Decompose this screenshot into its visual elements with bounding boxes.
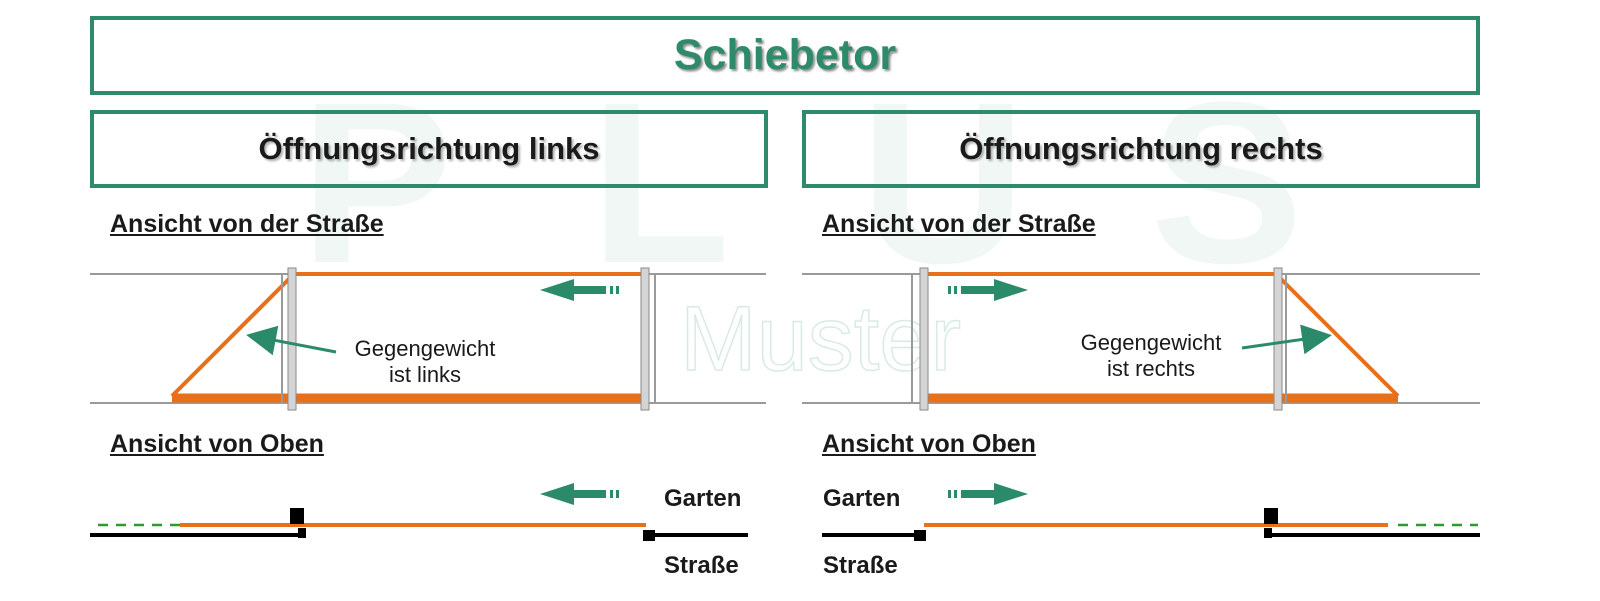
- section-top-view-left: Ansicht von Oben: [110, 430, 324, 458]
- left-street-label: Straße: [664, 552, 739, 579]
- right-post-1: [919, 267, 929, 411]
- left-plan-post-1: [290, 508, 304, 524]
- left-plan-post-1-base: [298, 528, 306, 538]
- right-counterweight-pointer: [1241, 324, 1332, 355]
- right-post-2: [1273, 267, 1283, 411]
- right-plan-post-2: [1264, 508, 1278, 524]
- left-direction-arrow-icon: [540, 279, 619, 301]
- right-plan-post-1: [914, 530, 926, 541]
- page-title: Schiebetor: [673, 31, 897, 79]
- watermark-letter-u: U: [860, 54, 1026, 311]
- left-plan-post-2: [643, 530, 655, 541]
- section-street-view-right: Ansicht von der Straße: [822, 210, 1096, 238]
- left-counterweight-line2: ist links: [388, 362, 462, 387]
- left-top-view: [90, 483, 748, 541]
- left-counterweight-pointer: [246, 325, 337, 356]
- section-street-view-left: Ansicht von der Straße: [110, 210, 384, 238]
- watermark-text: Muster: [680, 288, 961, 390]
- right-garden-label: Garten: [823, 485, 901, 512]
- right-counterweight-note: Gegengewicht ist rechts: [1056, 330, 1246, 382]
- heading-left: Öffnungsrichtung links: [258, 131, 600, 166]
- watermark-letter-l: L: [590, 54, 731, 311]
- left-counterweight-line1: Gegengewicht: [354, 336, 496, 361]
- right-street-view: [802, 267, 1480, 411]
- left-post-1: [287, 267, 297, 411]
- right-direction-arrow-icon: [948, 279, 1028, 301]
- right-top-view: [822, 483, 1480, 541]
- left-top-direction-arrow-icon: [540, 483, 619, 505]
- left-garden-label: Garten: [664, 485, 742, 512]
- right-counterweight-brace: [1276, 274, 1400, 398]
- right-counterweight-line1: Gegengewicht: [1080, 330, 1222, 355]
- heading-box-right: Öffnungsrichtung rechts: [802, 110, 1480, 188]
- left-street-view: [90, 267, 766, 411]
- watermark-letter-p: P: [300, 54, 453, 311]
- right-street-label: Straße: [823, 552, 898, 579]
- right-counterweight-line2: ist rechts: [1106, 356, 1196, 381]
- title-box: Schiebetor: [90, 16, 1480, 95]
- right-top-direction-arrow-icon: [948, 483, 1028, 505]
- left-counterweight-note: Gegengewicht ist links: [330, 336, 520, 388]
- section-top-view-right: Ansicht von Oben: [822, 430, 1036, 458]
- right-plan-post-2-base: [1264, 528, 1272, 538]
- heading-right: Öffnungsrichtung rechts: [959, 131, 1323, 166]
- left-counterweight-brace: [170, 274, 294, 398]
- heading-box-left: Öffnungsrichtung links: [90, 110, 768, 188]
- left-post-2: [640, 267, 650, 411]
